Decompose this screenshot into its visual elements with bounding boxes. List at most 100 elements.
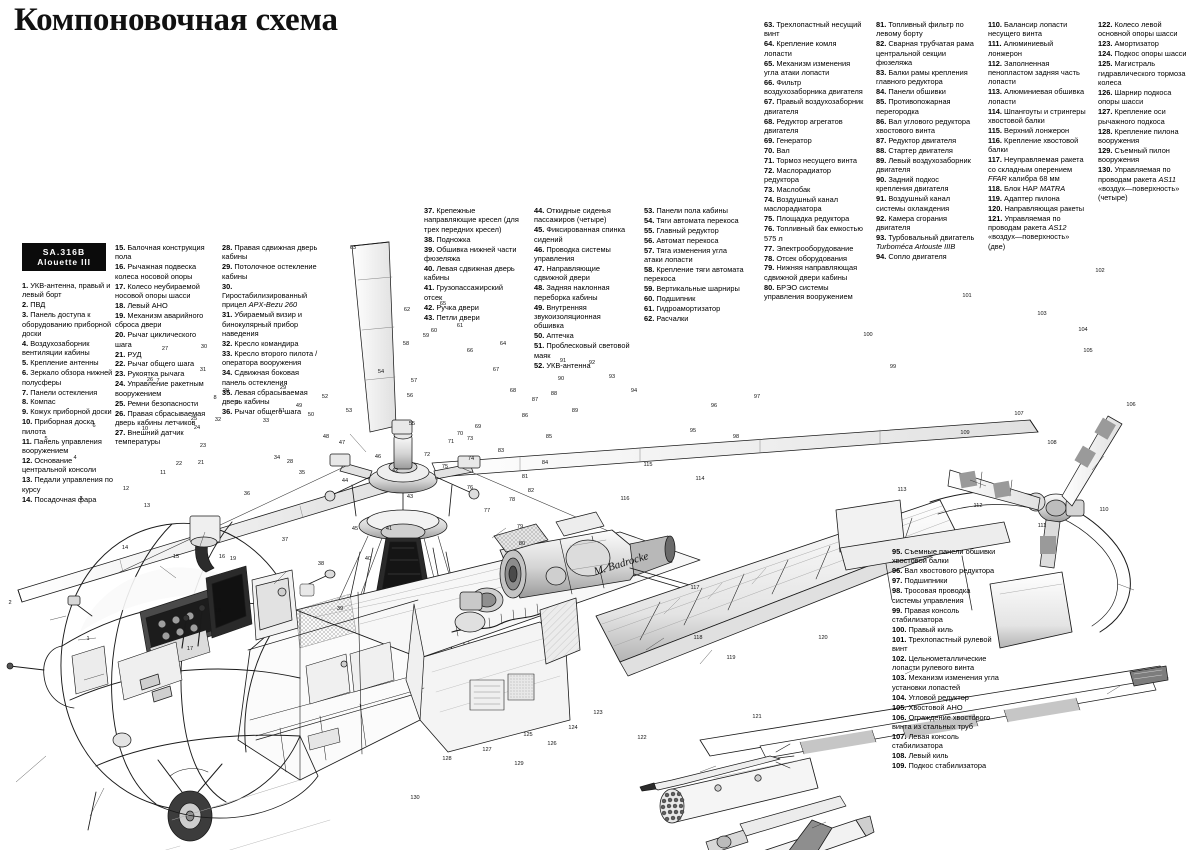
legend-item: 21. РУД [115,349,142,359]
callout-number: 58 [403,341,409,347]
callout-number: 93 [609,374,615,380]
callout-number: 114 [696,476,705,482]
legend-item: 40. Левая сдвижная дверь кабины [424,263,515,283]
callout-number: 94 [631,388,637,394]
legend-item: 16. Рычажная подвеска колеса носовой опо… [115,262,197,281]
callout-number: 21 [198,460,204,466]
legend-item: 84. Панели обшивки [876,87,946,97]
legend-item: 106. Ограждение хвостового винта из стал… [892,712,991,731]
legend-item: 114. Шпангоуты и стрингеры хвостовой бал… [988,106,1086,125]
callout-number: 46 [375,454,381,460]
legend-item: 52. УКВ-антенна [534,360,591,370]
legend-item: 14. Посадочная фара [22,494,97,504]
legend-item: 37. Крепежные направляющие кресел (для т… [424,206,519,234]
legend-item: 59. Вертикальные шарниры [644,284,740,294]
callout-number: 16 [219,554,225,560]
callout-number: 101 [962,293,971,299]
legend-item: 109. Подкос стабилизатора [892,761,987,771]
legend-item: 99. Правая консоль стабилизатора [892,605,960,624]
legend-item: 19. Механизм аварийного сброса двери [115,310,204,330]
legend-item: 115. Верхний лонжерон [988,125,1070,135]
callout-number: 49 [296,403,302,409]
legend-item: 1. УКВ-антенна, правый и левый борт [22,281,111,300]
callout-number: 55 [409,421,415,427]
legend-item: 129. Съемный пилон вооружения [1098,145,1170,165]
callout-number: 105 [1083,348,1092,354]
legend-item: 97. Подшипники [892,576,948,586]
legend-item: 111. Алюминиевый лонжерон [988,39,1054,58]
legend-item: 34. Сдвижная боковая панель остекления [222,368,299,387]
legend-item: 108. Левый киль [892,751,949,761]
legend-item: 24. Управление ракетным вооружением [115,379,204,398]
legend-item: 76. Топливный бак емкостью 575 л [764,224,863,243]
callout-number: 68 [510,388,516,394]
callout-number: 129 [514,761,523,767]
legend-item: 121. Управляемая по проводам ракета AS12… [988,213,1070,251]
legend-item: 113. Алюминиевая обшивка лопасти [988,87,1085,106]
designation-model: SA.316B [42,247,86,257]
callout-number: 102 [1095,268,1104,274]
legend-item: 117. Неуправляемая ракета со складным оп… [988,155,1084,183]
legend-item: 48. Задняя наклонная переборка кабины [534,283,610,302]
legend-item: 102. Цельнометаллические лопасти рулевог… [892,654,987,673]
legend-item: 39. Обшивка нижней части фюзеляжа [424,244,517,263]
callout-number: 65 [440,301,446,307]
callout-number: 120 [818,635,827,641]
callout-number: 17 [187,646,193,652]
legend-item: 45. Фиксированная спинка сидений [534,225,626,244]
callout-number: 96 [711,403,717,409]
legend-item: 12. Основание центральной консоли [22,456,97,475]
legend-item: 31. Убираемый визир и бинокулярный прибо… [222,310,302,339]
legend-item: 53. Панели пола кабины [644,206,728,215]
callout-number: 119 [727,655,736,661]
callout-number: 57 [411,378,417,384]
legend-item: 91. Воздушный канал системы охлаждения [876,194,951,213]
legend-item: 60. Подшипник [644,294,696,304]
callout-number: 76 [467,485,473,491]
callout-number: 95 [690,428,696,434]
callout-number: 7 [156,378,159,384]
callout-number: 124 [568,725,577,731]
legend-item: 22. Рычаг общего шага [115,359,195,369]
callout-number: 117 [691,585,700,591]
callout-number: 43 [407,494,413,500]
callout-number: 125 [523,732,532,738]
legend-item: 57. Тяга изменения угла атаки лопасти [644,245,727,265]
callout-number: 106 [1126,402,1135,408]
callout-number: 52 [322,394,328,400]
callout-number: 130 [410,795,419,801]
callout-number: 38 [318,561,324,567]
legend-item: 127. Крепление оси рычажного подкоса [1098,107,1166,126]
legend-item: 51. Проблесковый световой маяк [534,341,630,360]
callout-number: 110 [1100,507,1109,513]
legend-item: 10. Приборная доска пилота [22,417,95,436]
callout-number: 113 [898,487,907,493]
callout-number: 103 [1037,311,1046,317]
callout-number: 108 [1047,440,1056,446]
callout-number: 45 [352,526,358,532]
legend-item: 66. Фильтр воздухозаборника двигателя [764,77,863,97]
callout-number: 10 [142,426,148,432]
callout-number: 1 [86,636,89,642]
legend-item: 86. Вал углового редуктора хвостового ви… [876,116,971,135]
legend-item: 62. Расчалки [644,314,689,324]
callout-number: 109 [960,430,969,436]
callout-number: 22 [176,461,182,467]
legend-item: 3. Панель доступа к оборудованию приборн… [22,310,112,338]
legend-item: 65. Механизм изменения угла атаки лопаст… [764,58,851,77]
callout-number: 82 [528,488,534,494]
legend-item: 96. Вал хвостового редуктора [892,566,995,576]
legend-item: 41. Грузопассажирский отсек [424,283,504,302]
callout-number: 111 [1038,523,1047,529]
callout-number: 4 [73,455,76,461]
callout-number: 116 [621,496,630,502]
callout-number: 84 [542,460,548,466]
legend-item: 8. Компас [22,397,56,407]
legend-item: 2. ПВД [22,300,46,310]
legend-item: 15. Балочная конструкция пола [115,243,205,262]
page-title: Компоновочная схема [14,2,338,38]
